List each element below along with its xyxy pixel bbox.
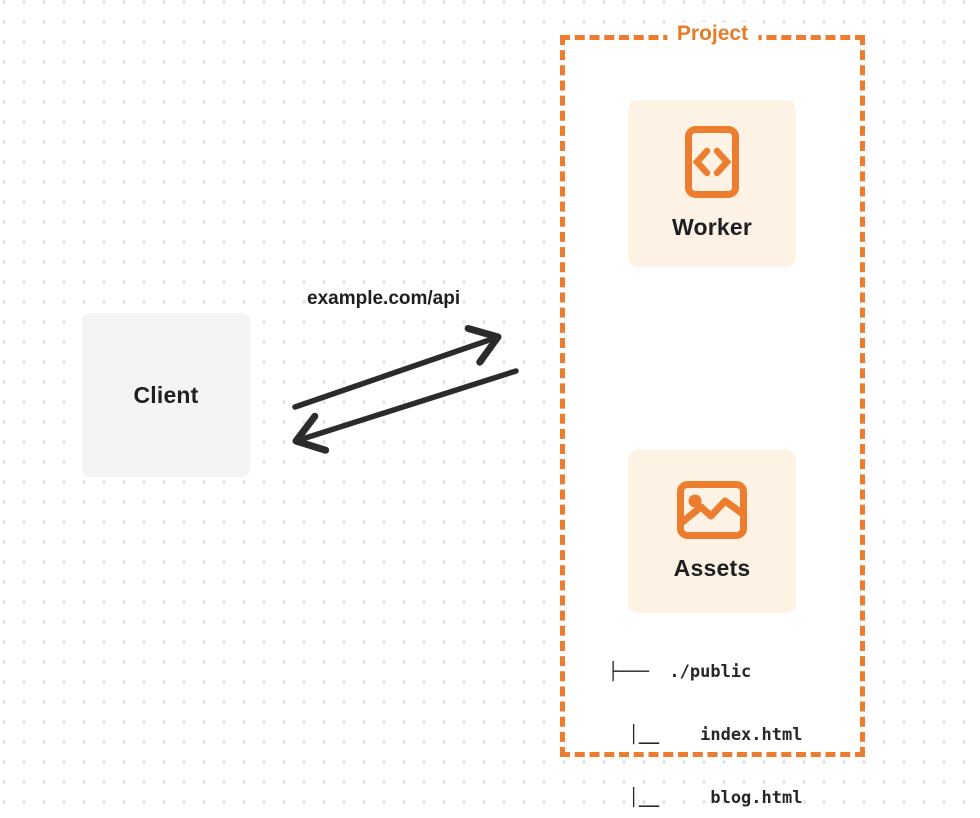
file-tree-root: ├─── ./public xyxy=(608,662,752,682)
code-icon xyxy=(685,126,739,198)
assets-node: Assets xyxy=(628,450,796,613)
request-arrow xyxy=(292,324,502,410)
assets-label: Assets xyxy=(673,555,751,581)
assets-file-tree: ├─── ./public │__ index.html │__ blog.ht… xyxy=(608,620,802,818)
worker-label: Worker xyxy=(671,214,753,240)
project-container: Project Worker Assets ├─── ./public │__ … xyxy=(560,22,865,808)
file-tree-item-blog: │__ blog.html xyxy=(608,788,803,808)
file-tree-item-index: │__ index.html xyxy=(608,725,803,745)
client-node: Client xyxy=(82,313,250,477)
project-label: Project xyxy=(666,22,759,46)
client-label: Client xyxy=(133,381,199,408)
response-arrow xyxy=(292,368,519,454)
image-icon xyxy=(677,481,747,539)
worker-node: Worker xyxy=(628,100,796,267)
request-url-label: example.com/api xyxy=(307,288,461,309)
